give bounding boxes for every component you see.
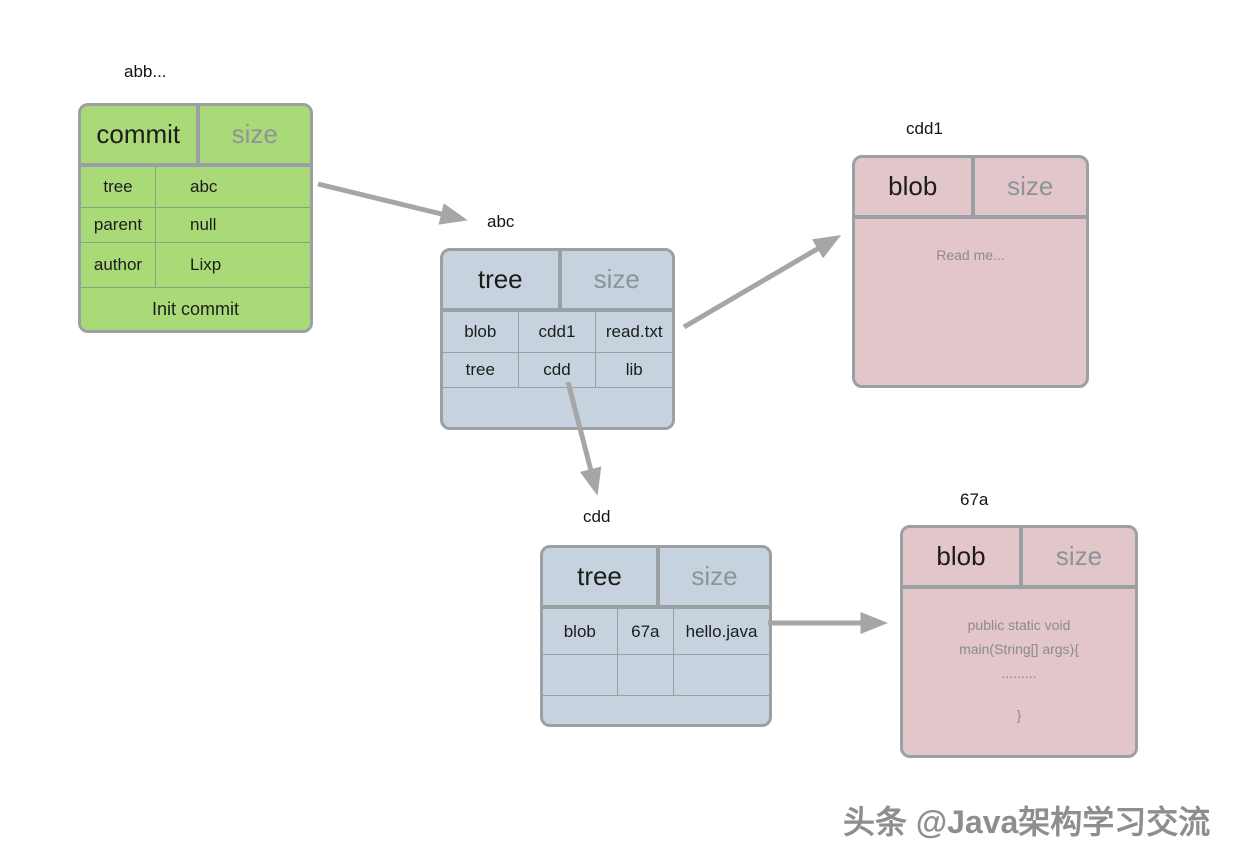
entry-hash xyxy=(618,655,675,695)
tree-empty-footer xyxy=(543,696,769,724)
tree-cdd-object-box: tree size blob 67a hello.java xyxy=(540,545,772,727)
commit-row-author: author Lixp xyxy=(81,243,310,288)
entry-hash: cdd xyxy=(519,353,597,387)
blob-content-line: public static void xyxy=(967,617,1071,633)
size-label: size xyxy=(1055,541,1103,571)
blob-cdd1-object-box: blob size Read me... xyxy=(852,155,1089,388)
object-type-label: tree xyxy=(443,251,562,308)
field-key: author xyxy=(81,243,156,287)
tree-abc-object-box: tree size blob cdd1 read.txt tree cdd li… xyxy=(440,248,675,430)
hash-label-cdd1: cdd1 xyxy=(906,119,943,138)
size-label: size xyxy=(231,119,278,149)
tree-entry-row: tree cdd lib xyxy=(443,353,672,388)
commit-message: Init commit xyxy=(151,298,239,319)
field-value: abc xyxy=(190,177,218,196)
arrow-tree-abc-to-blob-cdd1 xyxy=(682,234,842,330)
arrow-commit-to-tree-abc xyxy=(317,181,468,225)
field-value: null xyxy=(190,215,217,234)
blob-content: public static void main(String[] args){ … xyxy=(903,589,1135,755)
blob-content: Read me... xyxy=(855,219,1086,385)
field-value: Lixp xyxy=(190,255,222,274)
commit-row-tree: tree abc xyxy=(81,167,310,208)
hash-label-abc: abc xyxy=(487,212,515,231)
blob-header: blob size xyxy=(855,158,1086,219)
blob-content-line: Read me... xyxy=(936,247,1005,263)
tree-entry-row: blob cdd1 read.txt xyxy=(443,312,672,353)
blob-header: blob size xyxy=(903,528,1135,589)
entry-name: hello.java xyxy=(685,621,758,641)
hash-label-cdd: cdd xyxy=(583,507,611,526)
entry-type: blob xyxy=(443,312,519,352)
field-key: tree xyxy=(81,167,156,207)
tree-entry-row-empty xyxy=(543,655,769,696)
tree-header: tree size xyxy=(543,548,769,609)
size-label: size xyxy=(593,264,640,294)
commit-object-box: commit size tree abc parent null author … xyxy=(78,103,313,333)
object-type-label: blob xyxy=(855,158,975,215)
entry-type: tree xyxy=(443,353,519,387)
watermark-text: 头条 @Java架构学习交流 xyxy=(843,804,1211,840)
object-type-label: commit xyxy=(81,106,200,163)
hash-label-67a: 67a xyxy=(960,490,989,509)
blob-content-line: } xyxy=(1016,707,1022,723)
hash-label-abb: abb... xyxy=(124,62,167,81)
tree-entry-row: blob 67a hello.java xyxy=(543,609,769,655)
entry-type xyxy=(543,655,618,695)
size-label: size xyxy=(691,561,738,591)
tree-header: tree size xyxy=(443,251,672,312)
size-label: size xyxy=(1007,171,1054,201)
entry-type: blob xyxy=(543,609,618,654)
commit-row-parent: parent null xyxy=(81,208,310,243)
entry-name: lib xyxy=(625,360,643,379)
entry-hash: cdd1 xyxy=(519,312,597,352)
blob-content-line: main(String[] args){ xyxy=(959,641,1079,657)
blob-67a-object-box: blob size public static void main(String… xyxy=(900,525,1138,758)
tree-empty-footer xyxy=(443,388,672,427)
entry-name xyxy=(674,655,769,695)
object-type-label: tree xyxy=(543,548,660,605)
entry-hash: 67a xyxy=(618,609,675,654)
blob-content-line: ......... xyxy=(1001,665,1037,681)
entry-name: read.txt xyxy=(605,322,663,341)
object-type-label: blob xyxy=(903,528,1023,585)
commit-header: commit size xyxy=(81,106,310,167)
field-key: parent xyxy=(81,208,156,242)
